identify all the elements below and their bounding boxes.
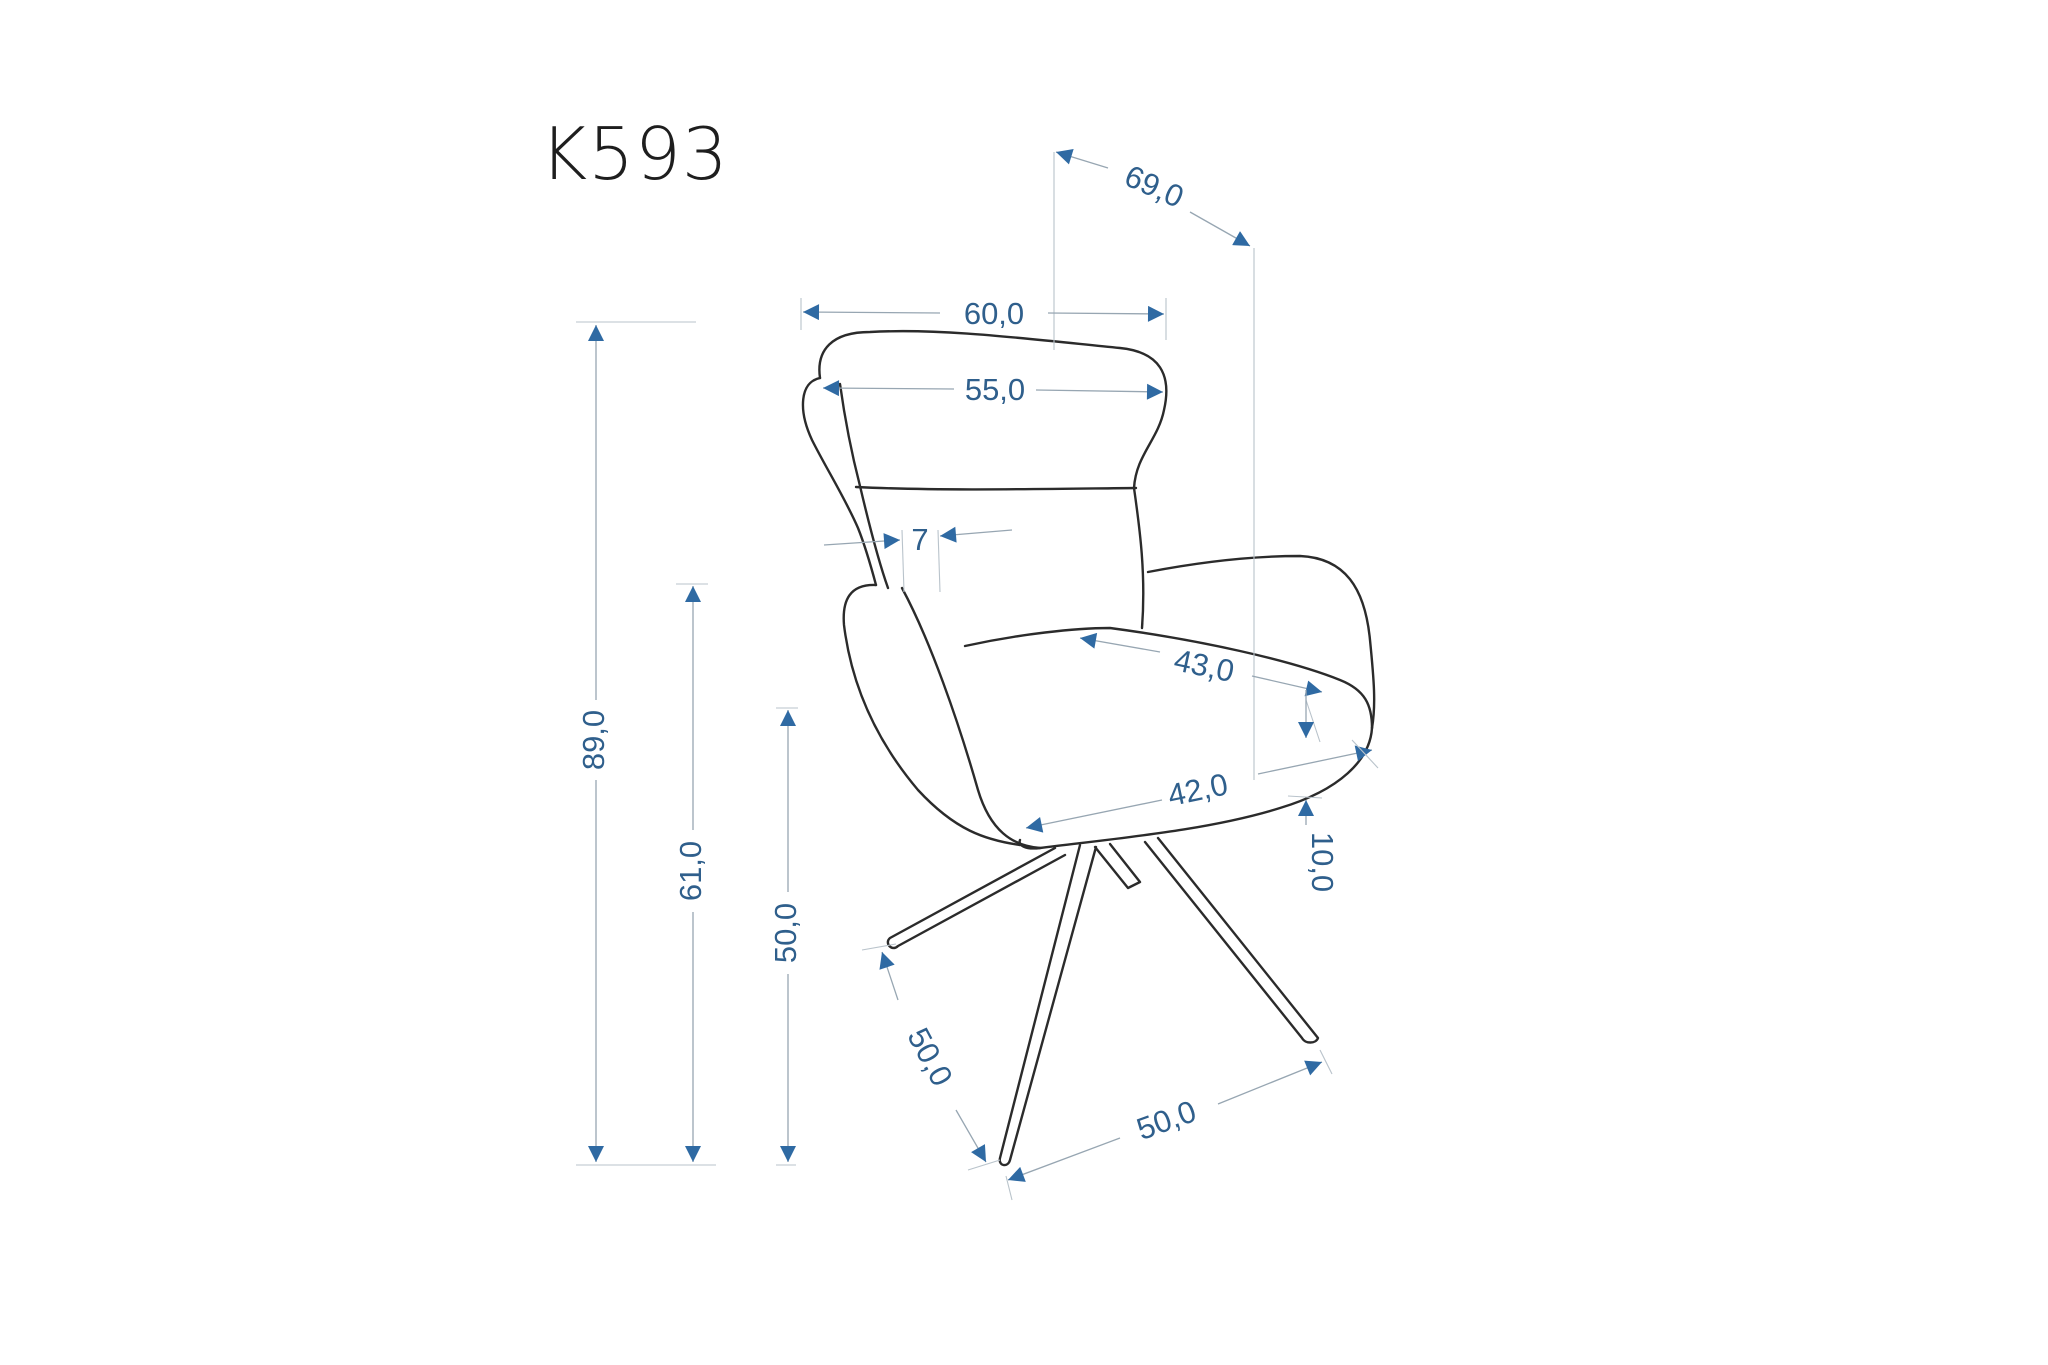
left-armrest-inner (900, 586, 1042, 850)
dimension-labels: 69,0 60,0 55,0 7 89,0 61,0 50,0 43,0 42,… (576, 158, 1340, 1147)
right-leg (1143, 836, 1320, 1044)
chair-outline (801, 329, 1376, 1167)
right-armrest (1146, 554, 1376, 730)
dim-backrest-width: 55,0 (965, 372, 1025, 407)
seat-front (1018, 726, 1374, 850)
swivel-column (1093, 842, 1142, 890)
front-leg (998, 843, 1098, 1167)
back-cushion-edge (1132, 486, 1145, 630)
dim-total-depth: 69,0 (1120, 158, 1189, 215)
backrest-shell (801, 376, 878, 587)
back-inner-edge (838, 382, 890, 590)
headrest-seam (854, 485, 1138, 491)
headrest-cushion (818, 329, 1168, 490)
left-leg (886, 846, 1067, 950)
dim-seat-height: 50,0 (768, 903, 803, 963)
dim-total-height: 89,0 (576, 710, 611, 770)
dim-base-depth: 50,0 (900, 1022, 959, 1092)
model-title: K593 (540, 112, 729, 196)
dim-seat-to-armrest: 10,0 (1305, 832, 1340, 892)
seat-back-edge (963, 626, 1374, 730)
dim-seat-width: 42,0 (1165, 766, 1231, 813)
dim-base-width: 50,0 (1132, 1093, 1201, 1147)
dimension-guides (576, 149, 1379, 1201)
left-armrest (842, 583, 1022, 847)
dim-total-width: 60,0 (964, 296, 1024, 331)
dim-backrest-thickness: 7 (911, 522, 928, 557)
dim-armrest-height: 61,0 (673, 841, 708, 901)
